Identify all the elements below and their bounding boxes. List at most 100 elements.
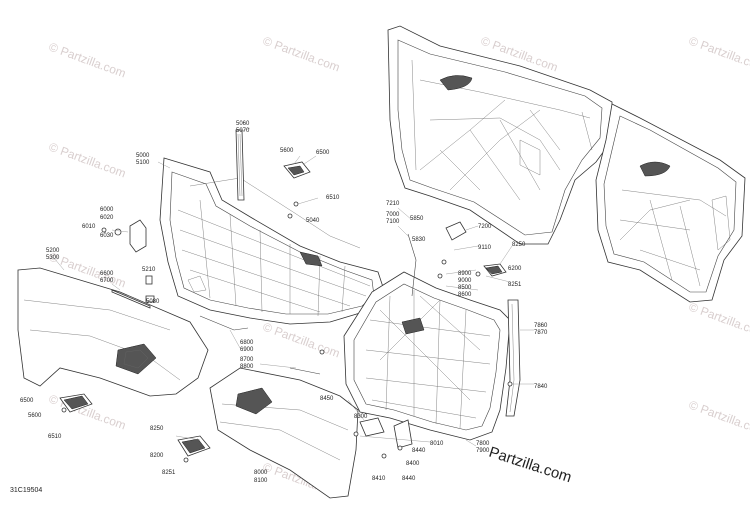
screw-8900 — [437, 273, 443, 279]
rod-8700 — [289, 367, 321, 375]
part-label: 7000 — [386, 212, 400, 218]
part-label: 5040 — [306, 218, 320, 224]
part-label: 7210 — [386, 201, 400, 207]
rod-6600 — [111, 289, 151, 309]
part-label: 6020 — [100, 215, 114, 221]
part-label: 7860 — [534, 323, 548, 329]
rod-6800 — [199, 315, 249, 331]
part-label: 5830 — [412, 237, 426, 243]
part-label: 7100 — [386, 219, 400, 225]
part-label: 7800 — [476, 441, 490, 447]
part-label: 6510 — [48, 434, 62, 440]
left-door-frame — [159, 157, 385, 325]
vertical-seal-right — [505, 299, 521, 417]
watermark: © Partzilla.com — [687, 300, 750, 341]
screw-9110 — [441, 259, 447, 265]
screw-6010 — [114, 228, 122, 236]
latch-8450 — [359, 417, 385, 437]
part-label: 8300 — [354, 414, 368, 420]
part-label: 8500 — [458, 285, 472, 291]
part-label: 7900 — [476, 448, 490, 454]
part-label: 8400 — [406, 461, 420, 467]
part-label: 6510 — [326, 195, 340, 201]
part-label: 8600 — [458, 292, 472, 298]
watermark: © Partzilla.com — [261, 34, 342, 75]
part-label: 7840 — [534, 384, 548, 390]
part-label: 5080 — [146, 299, 160, 305]
part-label: 9110 — [478, 245, 492, 251]
part-label: 8250 — [512, 242, 526, 248]
part-label: 8440 — [402, 476, 416, 482]
part-label: 6700 — [100, 278, 114, 284]
screw-6510-left — [61, 407, 67, 413]
screw-8251-lower — [183, 457, 189, 463]
part-label: 6200 — [508, 266, 522, 272]
part-label: 8250 — [150, 426, 164, 432]
part-label: 7870 — [534, 330, 548, 336]
clip-5210 — [145, 275, 153, 285]
part-label: 5100 — [136, 160, 150, 166]
screw-8251 — [475, 271, 481, 277]
latch-7200 — [445, 221, 467, 241]
part-label: 8700 — [240, 357, 254, 363]
part-label: 6000 — [100, 207, 114, 213]
part-label: 9000 — [458, 278, 472, 284]
part-label: 6500 — [20, 398, 34, 404]
part-label: 8100 — [254, 478, 268, 484]
part-label: 5210 — [142, 267, 156, 273]
door-frame-front — [595, 103, 746, 303]
screw-8440 — [397, 445, 403, 451]
part-label: 8251 — [162, 470, 176, 476]
diagram-code: 31C19504 — [10, 487, 42, 494]
watermark: © Partzilla.com — [47, 40, 128, 81]
left-door-skin — [17, 267, 209, 397]
part-label: 7200 — [478, 224, 492, 230]
part-label: 5300 — [46, 255, 60, 261]
hardware — [59, 161, 513, 463]
part-label: 8410 — [372, 476, 386, 482]
vertical-seal-left — [235, 129, 245, 201]
part-label: 5070 — [236, 128, 250, 134]
part-label: 6800 — [240, 340, 254, 346]
center-door-panel — [209, 367, 359, 499]
clip-5080 — [145, 295, 155, 303]
screw-7840 — [507, 381, 513, 387]
part-label: 8200 — [150, 453, 164, 459]
part-label: 8440 — [412, 448, 426, 454]
watermark: © Partzilla.com — [47, 140, 128, 181]
part-label: 5200 — [46, 248, 60, 254]
part-label: 6030 — [100, 233, 114, 239]
part-label: 8800 — [240, 364, 254, 370]
part-label: 8000 — [254, 470, 268, 476]
rod-7000 — [407, 233, 417, 297]
screw-6510 — [293, 201, 299, 207]
watermark: © Partzilla.com — [261, 320, 342, 361]
brand-watermark: Partzilla.com — [487, 444, 574, 487]
part-label: 5850 — [410, 216, 424, 222]
part-label: 8251 — [508, 282, 522, 288]
watermark: © Partzilla.com — [687, 398, 750, 439]
leader-lines — [53, 127, 534, 447]
part-label: 6900 — [240, 347, 254, 353]
latch-6020 — [129, 219, 147, 253]
center-door-frame — [343, 271, 511, 441]
part-labels: 5060 5070 5600 6500 6510 5040 5000 5100 … — [20, 121, 548, 484]
part-label: 6600 — [100, 271, 114, 277]
part-label: 5060 — [236, 121, 250, 127]
part-label: 5600 — [280, 148, 294, 154]
screw-8410 — [381, 453, 387, 459]
part-label: 5000 — [136, 153, 150, 159]
part-label: 8010 — [430, 441, 444, 447]
screw-8010 — [353, 431, 359, 437]
screw — [101, 227, 107, 233]
door-frame-rear — [387, 25, 613, 245]
watermark: © Partzilla.com — [687, 34, 750, 75]
part-label: 8900 — [458, 271, 472, 277]
part-label: 6500 — [316, 150, 330, 156]
screw-6800 — [319, 349, 325, 355]
bracket-8300 — [393, 419, 413, 449]
screw-5040 — [287, 213, 293, 219]
part-label: 5600 — [28, 413, 42, 419]
part-label: 6010 — [82, 224, 96, 230]
